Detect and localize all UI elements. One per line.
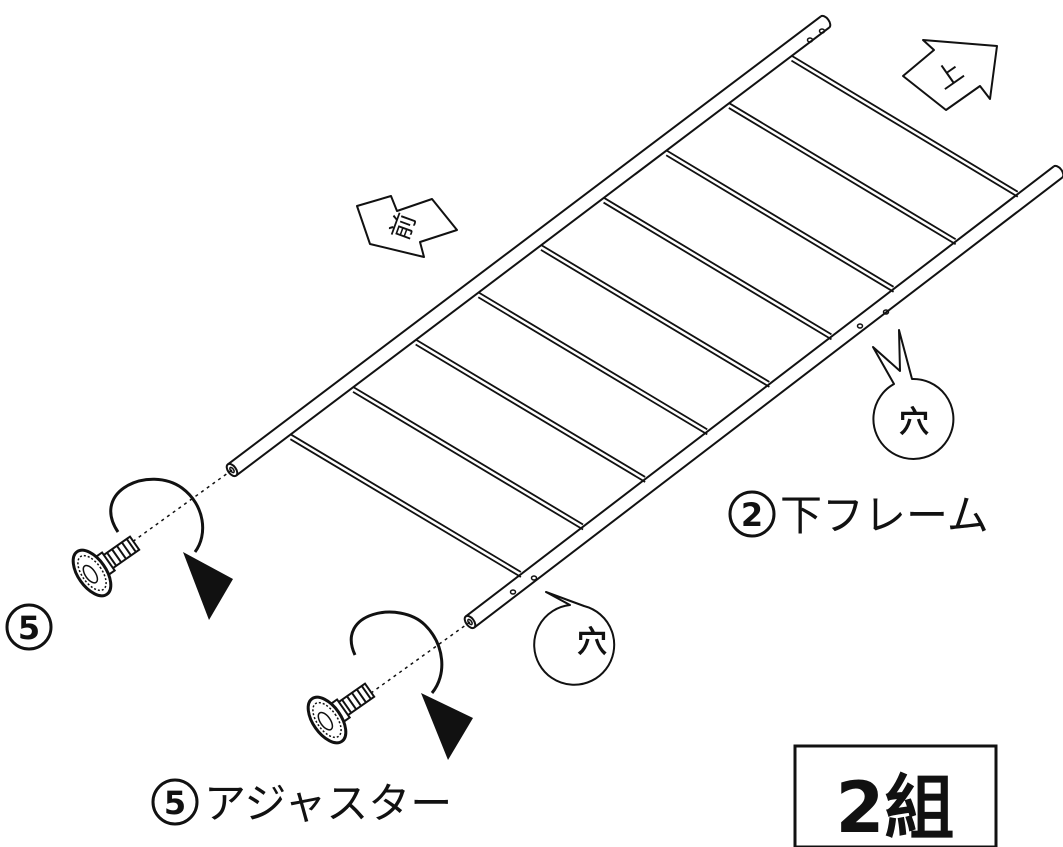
bottom-rail-edge bbox=[465, 165, 1055, 618]
rail-hole bbox=[818, 28, 826, 34]
adjuster-left-label: 5 bbox=[5, 603, 53, 651]
rung-edge bbox=[603, 196, 832, 336]
rung-edge bbox=[790, 54, 1019, 193]
rung-edge bbox=[352, 391, 584, 531]
quantity-label: 2組 bbox=[836, 767, 955, 847]
hole-label-right: 穴 bbox=[899, 405, 929, 440]
adjuster-left bbox=[71, 469, 233, 620]
bottom-rail-far-cap bbox=[1053, 165, 1063, 179]
adjuster-left-number: 5 bbox=[18, 609, 40, 647]
direction-arrow-front: 前 bbox=[356, 195, 458, 258]
guide-dashed-line bbox=[363, 621, 471, 699]
frame-label: 2 下フレーム bbox=[728, 490, 989, 540]
rung-edge bbox=[540, 244, 770, 383]
arrow-head bbox=[421, 693, 473, 760]
quantity-box: 2組 bbox=[793, 744, 998, 847]
rung-edge bbox=[540, 249, 770, 388]
rung-edge bbox=[415, 338, 646, 478]
rung-edge bbox=[352, 386, 584, 526]
rung-edge bbox=[728, 102, 957, 241]
rung-edge bbox=[665, 149, 895, 288]
lower-frame bbox=[225, 14, 1063, 630]
thumb-screw-icon bbox=[71, 535, 141, 598]
outline-arrow-icon bbox=[902, 39, 998, 111]
rung-edge bbox=[477, 291, 708, 431]
rail-hole bbox=[856, 323, 864, 329]
adjuster-bottom bbox=[306, 610, 473, 760]
outline-arrow-icon bbox=[356, 195, 458, 258]
rail-hole bbox=[882, 309, 890, 315]
rung-edge bbox=[289, 438, 522, 578]
rung-edge bbox=[665, 154, 895, 293]
part-number-circle bbox=[151, 778, 199, 826]
adjuster-number: 5 bbox=[164, 784, 186, 822]
hole-callout-bottom: 穴 bbox=[533, 591, 616, 686]
rung-edge bbox=[415, 343, 646, 483]
rung-edge bbox=[289, 433, 522, 573]
left-rail-edge bbox=[235, 26, 830, 477]
rail-hole bbox=[509, 589, 517, 595]
rung-edge bbox=[790, 59, 1019, 198]
clockwise-arrow-icon bbox=[109, 477, 205, 553]
arrow-head bbox=[183, 552, 233, 620]
bottom-rail-edge bbox=[473, 176, 1063, 629]
hole-label-bottom: 穴 bbox=[577, 625, 607, 660]
rung-edge bbox=[603, 201, 832, 341]
left-rail-far-cap bbox=[820, 14, 832, 29]
left-rail-edge bbox=[227, 15, 822, 466]
adjuster-name: アジャスター bbox=[204, 779, 452, 828]
part-number-circle bbox=[728, 490, 776, 538]
hole-callout-right: 穴 bbox=[872, 329, 955, 460]
rung-edge bbox=[477, 296, 708, 436]
guide-dashed-line bbox=[127, 469, 233, 546]
adjuster-label: 5 アジャスター bbox=[151, 778, 452, 828]
speech-bubble-icon bbox=[872, 329, 955, 460]
rung-edge bbox=[728, 107, 957, 246]
frame-number: 2 bbox=[741, 496, 763, 534]
rail-hole bbox=[530, 575, 538, 581]
thumb-screw-icon bbox=[306, 682, 376, 745]
frame-name: 下フレーム bbox=[780, 491, 989, 540]
clockwise-arrow-icon bbox=[349, 610, 444, 694]
direction-arrow-up: 上 bbox=[902, 39, 998, 111]
part-number-circle bbox=[5, 603, 53, 651]
rail-hole bbox=[806, 37, 814, 43]
speech-bubble-icon bbox=[533, 591, 616, 686]
